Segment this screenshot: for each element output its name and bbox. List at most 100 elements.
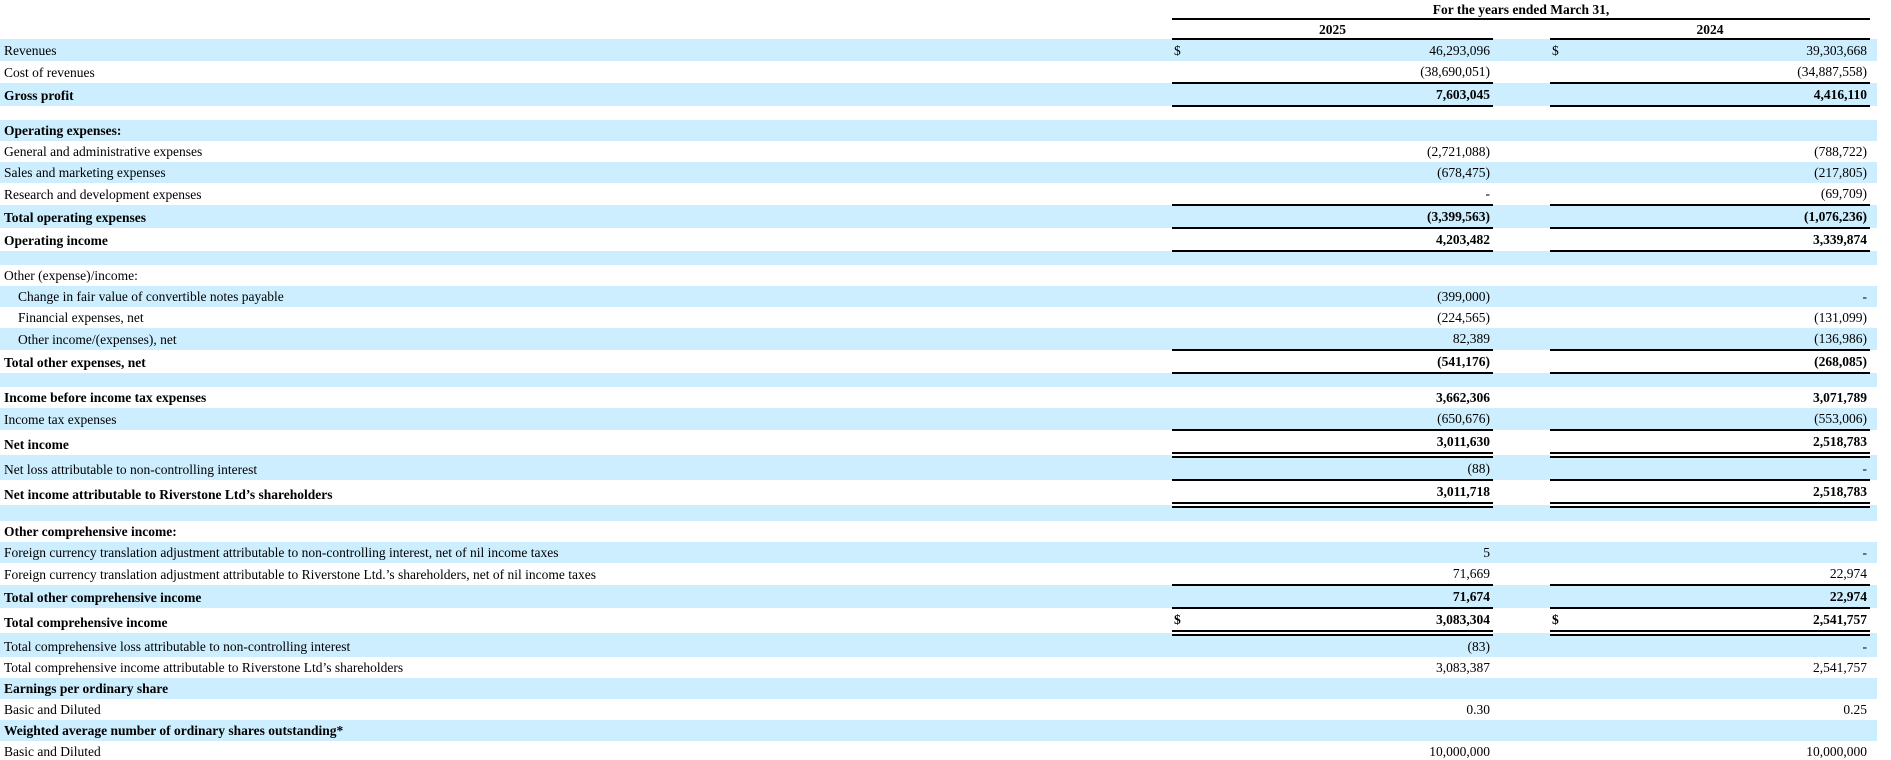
value-2025: 71,674 bbox=[1202, 585, 1493, 609]
col-gap bbox=[1493, 387, 1550, 408]
value-2024: 10,000,000 bbox=[1806, 744, 1867, 759]
row-label: Net loss attributable to non-controlling… bbox=[4, 462, 258, 477]
usd-2025 bbox=[1172, 286, 1202, 307]
row-label: Other (expense)/income: bbox=[4, 268, 138, 283]
value-2024: 2,518,783 bbox=[1580, 480, 1870, 508]
right-pad bbox=[1870, 542, 1877, 563]
right-pad bbox=[1870, 633, 1877, 657]
row-label: Total other expenses, net bbox=[4, 355, 146, 370]
row-total-other-expenses-net: Total other expenses, net (541,176) (268… bbox=[0, 350, 1877, 374]
row-net-loss-non-controlling: Net loss attributable to non-controlling… bbox=[0, 455, 1877, 481]
usd-2025 bbox=[1172, 657, 1202, 678]
right-pad bbox=[1870, 430, 1877, 455]
row-label: Change in fair value of convertible note… bbox=[18, 289, 284, 304]
col-gap bbox=[1493, 61, 1550, 83]
right-pad bbox=[1870, 286, 1877, 307]
row-label: Total other comprehensive income bbox=[4, 590, 202, 605]
row-label: Foreign currency translation adjustment … bbox=[4, 545, 559, 560]
row-label: Weighted average number of ordinary shar… bbox=[4, 723, 344, 738]
value-2024: 0.25 bbox=[1843, 702, 1867, 717]
col-gap bbox=[1493, 633, 1550, 657]
value-2025: (650,676) bbox=[1202, 408, 1493, 431]
usd-2025 bbox=[1172, 542, 1202, 563]
right-pad bbox=[1870, 408, 1877, 430]
row-other-comprehensive-income-header: Other comprehensive income: bbox=[0, 521, 1877, 542]
col-gap bbox=[1493, 19, 1550, 39]
right-pad bbox=[1870, 83, 1877, 106]
usd-2025 bbox=[1172, 307, 1202, 328]
row-label: Income before income tax expenses bbox=[4, 390, 207, 405]
usd-2024 bbox=[1550, 542, 1580, 563]
row-sales-marketing-expenses: Sales and marketing expenses (678,475) (… bbox=[0, 162, 1877, 183]
value-2025: 46,293,096 bbox=[1429, 43, 1490, 58]
row-cost-of-revenues: Cost of revenues (38,690,051) (34,887,55… bbox=[0, 61, 1877, 84]
right-pad bbox=[1870, 585, 1877, 608]
right-pad bbox=[1870, 657, 1877, 678]
spacer-row bbox=[0, 505, 1877, 521]
value-2024: 39,303,668 bbox=[1806, 43, 1867, 58]
col-gap bbox=[1493, 162, 1550, 183]
col-gap bbox=[1493, 455, 1550, 480]
right-pad bbox=[1870, 563, 1877, 585]
col-gap bbox=[1493, 585, 1550, 608]
row-label: Earnings per ordinary share bbox=[4, 681, 169, 696]
row-label: Total comprehensive income bbox=[4, 615, 168, 630]
row-other-income-expenses-net: Other income/(expenses), net 82,389 (136… bbox=[0, 328, 1877, 351]
usd-2025 bbox=[1172, 328, 1202, 351]
row-label: Income tax expenses bbox=[4, 412, 117, 427]
value-2025: (2,721,088) bbox=[1427, 144, 1490, 159]
right-pad bbox=[1870, 205, 1877, 228]
value-2025: - bbox=[1202, 183, 1493, 206]
row-research-development-expenses: Research and development expenses - (69,… bbox=[0, 183, 1877, 206]
usd-2025 bbox=[1172, 205, 1202, 229]
right-pad bbox=[1870, 0, 1877, 19]
row-label: Foreign currency translation adjustment … bbox=[4, 567, 596, 582]
usd-2024 bbox=[1550, 183, 1580, 206]
right-pad bbox=[1870, 228, 1877, 251]
row-label: Research and development expenses bbox=[4, 187, 202, 202]
spacer-row bbox=[0, 373, 1877, 387]
table-title: For the years ended March 31, bbox=[1172, 0, 1870, 20]
right-pad bbox=[1870, 699, 1877, 720]
usd-2025 bbox=[1172, 228, 1202, 252]
row-weighted-average-shares-header: Weighted average number of ordinary shar… bbox=[0, 720, 1877, 741]
col-gap bbox=[1493, 608, 1550, 633]
right-pad bbox=[1870, 39, 1877, 61]
row-fx-translation-non-controlling: Foreign currency translation adjustment … bbox=[0, 542, 1877, 563]
usd-2025 bbox=[1172, 741, 1202, 760]
value-2025: (88) bbox=[1202, 455, 1493, 481]
col-gap bbox=[1493, 205, 1550, 228]
usd-2025 bbox=[1172, 455, 1202, 481]
usd-2024: $ bbox=[1550, 608, 1580, 636]
col-gap bbox=[1493, 430, 1550, 455]
value-2024: (34,887,558) bbox=[1580, 61, 1870, 84]
row-label: Total operating expenses bbox=[4, 210, 147, 225]
usd-2025 bbox=[1172, 162, 1202, 183]
row-gross-profit: Gross profit 7,603,045 4,416,110 bbox=[0, 83, 1877, 107]
usd-2024 bbox=[1550, 286, 1580, 307]
row-label: Total comprehensive loss attributable to… bbox=[4, 639, 351, 654]
usd-2024: $ bbox=[1552, 43, 1559, 58]
col-gap bbox=[1493, 328, 1550, 350]
value-2024: - bbox=[1862, 639, 1868, 654]
value-2024: 3,339,874 bbox=[1580, 228, 1870, 252]
right-pad bbox=[1870, 183, 1877, 205]
usd-2025: $ bbox=[1174, 43, 1181, 58]
row-earnings-per-share-header: Earnings per ordinary share bbox=[0, 678, 1877, 699]
usd-2025 bbox=[1172, 183, 1202, 206]
usd-2025 bbox=[1172, 350, 1202, 374]
row-income-before-tax: Income before income tax expenses 3,662,… bbox=[0, 387, 1877, 408]
row-label: Basic and Diluted bbox=[4, 744, 101, 759]
right-pad bbox=[1870, 480, 1877, 505]
year-2025-header: 2025 bbox=[1172, 19, 1493, 40]
row-label: Operating income bbox=[4, 233, 108, 248]
value-2025: (678,475) bbox=[1437, 165, 1490, 180]
col-gap bbox=[1493, 542, 1550, 563]
right-pad bbox=[1870, 307, 1877, 328]
value-2025: 3,662,306 bbox=[1436, 390, 1490, 405]
col-gap bbox=[1493, 741, 1550, 760]
value-2024: 3,071,789 bbox=[1813, 390, 1867, 405]
row-total-operating-expenses: Total operating expenses (3,399,563) (1,… bbox=[0, 205, 1877, 229]
row-total-comprehensive-loss-non-controlling: Total comprehensive loss attributable to… bbox=[0, 633, 1877, 657]
